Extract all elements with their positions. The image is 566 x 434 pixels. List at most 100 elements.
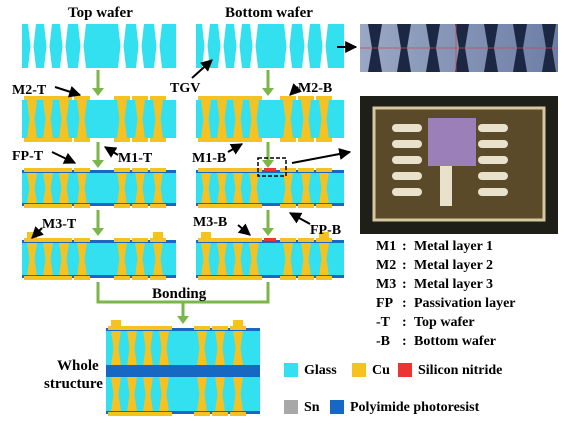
bottom-wafer-m2 bbox=[196, 96, 344, 142]
cu-pad-bottom bbox=[114, 276, 130, 280]
cu-pad-bottom bbox=[280, 138, 296, 142]
cu-pad-bottom bbox=[24, 138, 40, 142]
cu-pad-top bbox=[114, 168, 130, 172]
cu-pad-bottom bbox=[212, 412, 228, 416]
detail-callout-box bbox=[257, 157, 287, 177]
photo-pad-left bbox=[392, 140, 422, 148]
definition-key: M1 bbox=[376, 239, 396, 254]
bottom-wafer-header: Bottom wafer bbox=[225, 5, 313, 21]
photo-pad-right bbox=[478, 172, 508, 180]
cu-pad-bottom bbox=[132, 276, 148, 280]
cu-pad-top bbox=[24, 168, 40, 172]
top-wafer-m3 bbox=[22, 232, 176, 280]
legend-label: Sn bbox=[304, 400, 320, 415]
via bbox=[77, 242, 87, 276]
legend-swatch bbox=[284, 363, 298, 377]
top-view-photo bbox=[360, 96, 558, 234]
cu-pad-bottom bbox=[24, 276, 40, 280]
cu-pad-bottom bbox=[316, 138, 332, 142]
whole-upper bbox=[106, 320, 260, 370]
bottom-wafer-m3 bbox=[196, 232, 344, 280]
via bbox=[135, 100, 145, 138]
via bbox=[143, 330, 153, 366]
cu-pad-bottom bbox=[246, 138, 262, 142]
via bbox=[233, 330, 243, 366]
cu-bump bbox=[111, 320, 121, 327]
via bbox=[319, 172, 329, 204]
label-fp-b: FP-B bbox=[310, 223, 341, 238]
photo-pad-left bbox=[392, 156, 422, 164]
definition-row: -T:Top wafer bbox=[376, 315, 475, 330]
cu-pad-bottom bbox=[140, 412, 156, 416]
legend-swatch bbox=[352, 363, 366, 377]
via bbox=[59, 242, 69, 276]
via bbox=[27, 100, 37, 138]
via bbox=[215, 376, 225, 412]
definition-value: Bottom wafer bbox=[414, 334, 496, 349]
via bbox=[117, 100, 127, 138]
via bbox=[78, 24, 86, 68]
cu-pad-bottom bbox=[40, 138, 56, 142]
via bbox=[250, 24, 258, 68]
via bbox=[159, 330, 169, 366]
whole-label-line2: structure bbox=[44, 376, 103, 392]
via bbox=[197, 330, 207, 366]
polyimide-layer-bottom bbox=[196, 203, 344, 206]
label-m2-t: M2-T bbox=[12, 83, 47, 98]
via bbox=[118, 24, 126, 68]
cu-pad-bottom bbox=[316, 276, 332, 280]
cu-pad-top bbox=[24, 96, 40, 100]
via bbox=[153, 172, 163, 204]
top-wafer-header: Top wafer bbox=[68, 5, 133, 21]
via bbox=[319, 242, 329, 276]
via bbox=[233, 172, 243, 204]
via bbox=[201, 242, 211, 276]
via bbox=[215, 330, 225, 366]
label-fp-t: FP-T bbox=[12, 149, 44, 164]
cu-pad-top bbox=[140, 326, 156, 330]
via bbox=[218, 24, 226, 68]
definition-separator: : bbox=[402, 239, 407, 254]
definition-row: -B:Bottom wafer bbox=[376, 334, 496, 349]
via bbox=[77, 100, 87, 138]
via bbox=[284, 24, 292, 68]
cu-pad-top bbox=[114, 96, 130, 100]
cu-pad-bottom bbox=[214, 276, 230, 280]
via bbox=[27, 172, 37, 204]
cu-pad-bottom bbox=[198, 276, 214, 280]
cu-pad-top bbox=[316, 96, 332, 100]
cu-pad-top bbox=[150, 96, 166, 100]
polyimide-layer-top bbox=[196, 240, 344, 243]
cu-pad-bottom bbox=[230, 204, 246, 208]
cu-pad-bottom bbox=[74, 276, 90, 280]
via bbox=[153, 100, 163, 138]
cu-pad-top bbox=[230, 168, 246, 172]
via bbox=[319, 100, 329, 138]
cu-pad-top bbox=[280, 168, 296, 172]
cu-pad-bottom bbox=[214, 138, 230, 142]
via bbox=[59, 172, 69, 204]
polyimide-layer-top bbox=[22, 170, 176, 173]
polyimide-layer-top bbox=[22, 240, 176, 243]
cu-pad-bottom bbox=[198, 138, 214, 142]
cu-pad-bottom bbox=[40, 204, 56, 208]
top-wafer-glass bbox=[22, 24, 176, 68]
whole-label-line1: Whole bbox=[57, 358, 99, 374]
cu-pad-top bbox=[298, 96, 314, 100]
cu-pad-top bbox=[194, 326, 210, 330]
via bbox=[233, 376, 243, 412]
cu-pad-top bbox=[246, 96, 262, 100]
cu-pad-bottom bbox=[280, 204, 296, 208]
definition-row: M3:Metal layer 3 bbox=[376, 277, 493, 292]
cu-pad-top bbox=[40, 238, 56, 242]
cu-bump bbox=[233, 320, 243, 327]
definition-row: FP:Passivation layer bbox=[376, 296, 516, 311]
via bbox=[154, 24, 162, 68]
definition-separator: : bbox=[402, 315, 407, 330]
cu-pad-top bbox=[74, 96, 90, 100]
via bbox=[197, 376, 207, 412]
definition-row: M2:Metal layer 2 bbox=[376, 258, 493, 273]
via bbox=[283, 172, 293, 204]
legend-item: Cu bbox=[352, 363, 390, 378]
